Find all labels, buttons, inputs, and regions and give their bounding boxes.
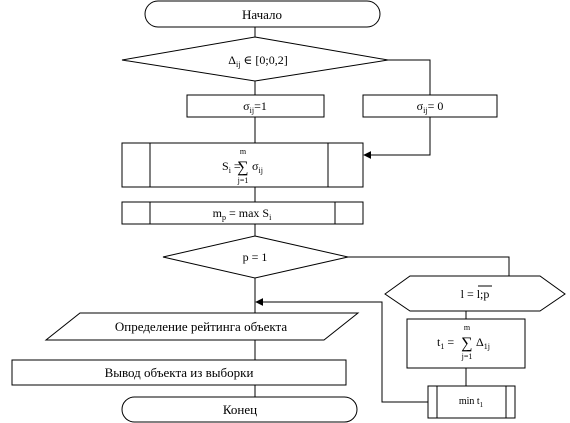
condition-delta-diamond — [121, 36, 389, 82]
sigma-one-text: σij=1 — [243, 99, 267, 115]
sum-t-lower-limit: j=1 — [461, 352, 473, 361]
loop-l-hexagon — [384, 275, 566, 312]
end-terminator: Конец — [121, 396, 358, 423]
rating-io: Определение рейтинга объекта — [44, 312, 360, 341]
connectors — [254, 27, 510, 403]
start-label: Начало — [242, 7, 282, 22]
sum-t-box — [406, 318, 526, 369]
sum-t-term: Δ1j — [476, 335, 490, 351]
condition-delta-text: Δij ∈ [0;0,2] — [228, 53, 287, 69]
sigma-zero-text: σij= 0 — [417, 99, 444, 115]
condition-p-text: p = 1 — [243, 250, 268, 264]
sum-t-sigma-sign: ∑ — [461, 335, 472, 352]
end-terminator-shape — [121, 396, 358, 423]
min-t-text: min t1 — [459, 396, 484, 409]
rating-label: Определение рейтинга объекта — [115, 319, 287, 334]
connector-condition-p-no-branch — [348, 256, 510, 276]
rating-parallelogram — [44, 312, 360, 341]
max-s-box — [121, 201, 364, 225]
loop-l-preparation: l = l;p — [384, 275, 566, 312]
condition-p-diamond — [162, 235, 349, 279]
output-label: Вывод объекта из выборки — [105, 365, 254, 380]
end-label: Конец — [223, 402, 257, 417]
output-process: Вывод объекта из выборки — [11, 359, 347, 386]
min-t-box — [427, 385, 516, 419]
condition-delta-decision: Δij ∈ [0;0,2] — [121, 36, 389, 82]
sum-t-lhs: t1= — [437, 335, 454, 351]
loop-l-text: l = l;p — [461, 287, 490, 301]
sum-s-lhs: Si= — [222, 159, 241, 175]
sigma-zero-process: σij= 0 — [362, 94, 498, 118]
connector-loop-return — [255, 298, 428, 403]
sigma-one-process: σij=1 — [186, 94, 325, 118]
sum-t-process: t1= m ∑ j=1 Δ1j — [406, 318, 526, 369]
sum-s-box — [121, 142, 364, 188]
max-s-text: mp= max Si — [213, 206, 272, 222]
sum-s-subprocess: Si= m ∑ j=1 σij — [121, 142, 364, 188]
connector-condition-no-branch — [388, 59, 431, 95]
output-box — [11, 359, 347, 386]
sum-s-sigma-sign: ∑ — [237, 159, 248, 176]
min-t-subprocess: min t1 — [427, 385, 516, 419]
start-terminator-shape — [144, 0, 381, 28]
sum-t-upper-limit: m — [464, 323, 471, 332]
start-terminator: Начало — [144, 0, 381, 28]
sum-s-term: σij — [252, 159, 263, 175]
condition-p-decision: p = 1 — [162, 235, 349, 279]
sum-s-lower-limit: j=1 — [237, 176, 249, 185]
sigma-zero-box — [362, 94, 498, 118]
sum-s-upper-limit: m — [240, 147, 247, 156]
max-s-subprocess: mp= max Si — [121, 201, 364, 225]
connector-sigma-zero-to-sum — [363, 117, 431, 159]
sigma-one-box — [186, 94, 325, 118]
